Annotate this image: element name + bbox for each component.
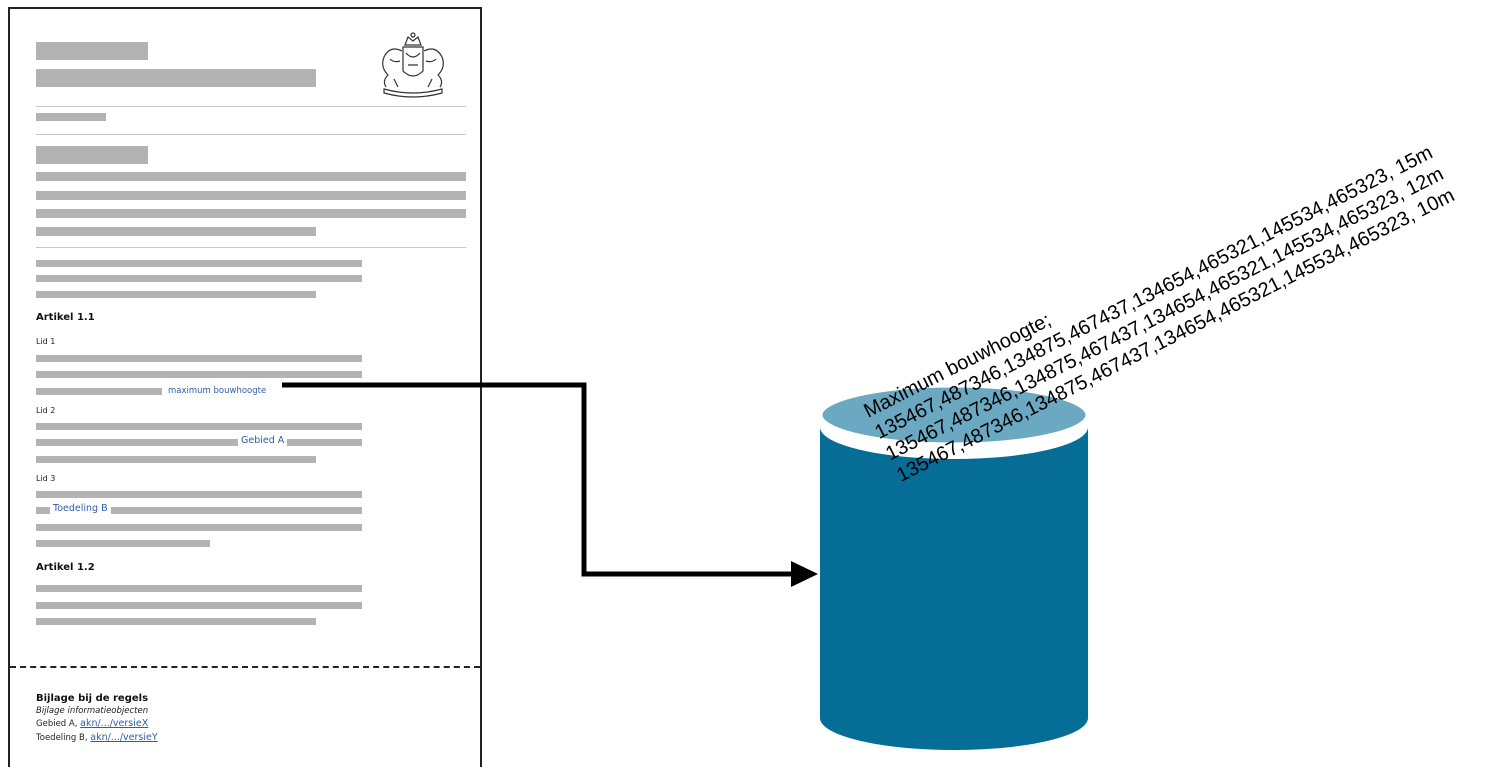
text-line — [36, 260, 362, 267]
akn-versiex-link[interactable]: akn/.../versieX — [80, 718, 149, 729]
text-line — [36, 355, 362, 362]
appendix-line-label: Gebied A, — [36, 719, 78, 729]
database-cylinder-top — [817, 382, 1091, 448]
header-bar-long — [36, 69, 316, 87]
database-cylinder-body — [820, 427, 1088, 750]
article-1-1-heading: Artikel 1.1 — [36, 312, 95, 323]
date-bar — [36, 113, 106, 121]
text-line — [36, 524, 362, 531]
text-line — [36, 439, 362, 446]
divider — [36, 106, 466, 107]
text-line — [36, 585, 362, 592]
appendix-line-toedeling-b: Toedeling B, akn/.../versieY — [36, 732, 158, 743]
appendix-separator — [10, 666, 480, 668]
text-line — [36, 456, 316, 463]
text-line — [36, 618, 316, 625]
lid-1-label: Lid 1 — [36, 337, 56, 346]
text-line — [36, 507, 362, 514]
text-line — [36, 491, 362, 498]
appendix-subtitle: Bijlage informatieobjecten — [36, 706, 149, 716]
text-line — [36, 209, 466, 218]
text-line — [36, 602, 362, 609]
coat-of-arms-icon — [382, 32, 444, 98]
text-line — [36, 371, 362, 378]
text-line — [36, 275, 362, 282]
text-line — [36, 227, 316, 236]
lid-2-label: Lid 2 — [36, 406, 56, 415]
akn-versiey-link[interactable]: akn/.../versieY — [90, 732, 158, 743]
text-line — [36, 172, 466, 181]
lid-3-label: Lid 3 — [36, 474, 56, 483]
text-line — [36, 388, 162, 395]
maximum-bouwhoogte-link[interactable]: maximum bouwhoogte — [165, 386, 270, 396]
toedeling-b-link[interactable]: Toedeling B — [50, 503, 111, 514]
arrow-head-icon — [791, 561, 818, 587]
text-line — [36, 423, 362, 430]
header-bar-short — [36, 42, 148, 60]
divider — [36, 247, 466, 248]
appendix-title: Bijlage bij de regels — [36, 693, 149, 704]
appendix-line-gebied-a: Gebied A, akn/.../versieX — [36, 718, 148, 729]
gebied-a-link[interactable]: Gebied A — [238, 435, 288, 446]
text-line — [36, 291, 316, 298]
connector-arrow-line — [282, 382, 798, 577]
divider — [36, 134, 466, 135]
text-line — [36, 540, 210, 547]
section-title-bar — [36, 146, 148, 164]
article-1-2-heading: Artikel 1.2 — [36, 562, 95, 573]
text-line — [36, 191, 466, 200]
appendix-line-label: Toedeling B, — [36, 733, 88, 743]
